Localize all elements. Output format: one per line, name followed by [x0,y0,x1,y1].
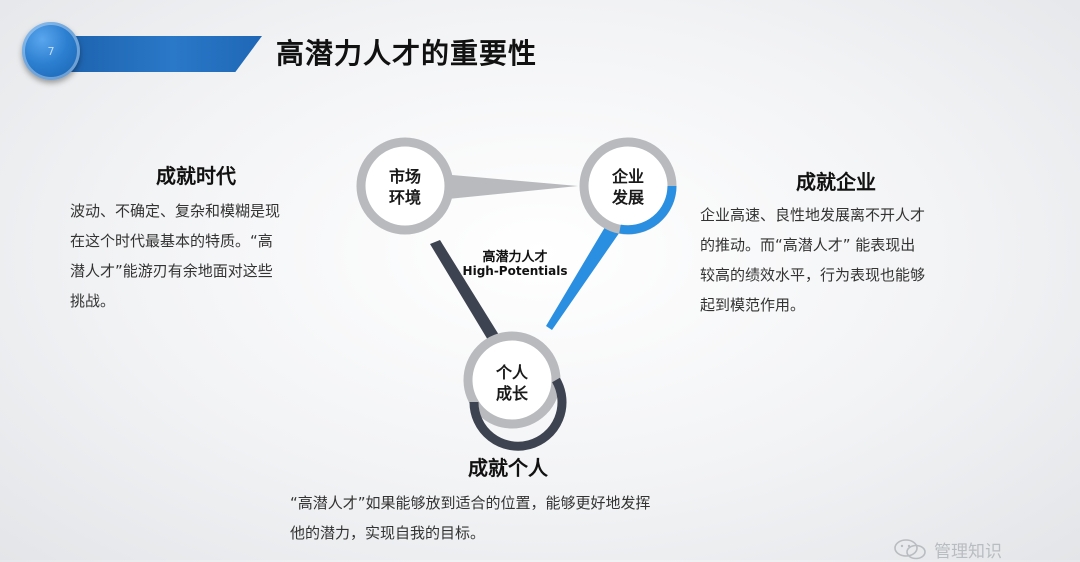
enterprise-node-bg [584,142,672,230]
personal-connector [430,240,512,360]
market-node-label: 市场 环境 [370,166,440,208]
personal-line-2: 他的潜力，实现自我的目标。 [290,524,486,542]
personal-label-line2: 成长 [495,384,528,403]
personal-node-label: 个人 成长 [477,362,547,404]
enterprise-line-2: 的推动。而“高潜人才” 能表现出 [700,236,916,254]
market-node-bg [361,142,449,230]
enterprise-line-4: 起到模范作用。 [700,296,806,314]
personal-section-body: “高潜人才”如果能够放到适合的位置，能够更好地发挥 他的潜力，实现自我的目标。 [290,488,651,548]
era-line-2: 在这个时代最基本的特质。“高 [70,232,273,250]
watermark-text: 管理知识 [934,542,1002,562]
personal-node-bg [468,336,556,424]
personal-section-title: 成就个人 [468,456,548,480]
page-title: 高潜力人才的重要性 [276,37,538,70]
era-line-1: 波动、不确定、复杂和模糊是现 [70,202,281,220]
era-line-3: 潜人才”能游刃有余地面对这些 [70,262,273,280]
enterprise-connector [546,222,624,330]
era-section-body: 波动、不确定、复杂和模糊是现 在这个时代最基本的特质。“高 潜人才”能游刃有余地… [70,196,280,316]
enterprise-line-1: 企业高速、良性地发展离不开人才 [700,206,926,224]
market-label-line2: 环境 [388,188,421,207]
market-node-ring [356,137,454,235]
page-number: 7 [47,44,55,58]
personal-label-line1: 个人 [495,363,528,382]
market-label-line1: 市场 [388,167,421,186]
enterprise-node-arc [619,185,677,235]
center-label-en: High-Potentials [462,264,568,278]
enterprise-section-title: 成就企业 [796,170,876,194]
enterprise-line-3: 较高的绩效水平，行为表现也能够 [700,266,926,284]
center-label-cn: 高潜力人才 [482,250,548,265]
enterprise-node-label: 企业 发展 [593,166,663,208]
era-section-title: 成就时代 [156,164,236,188]
era-line-4: 挑战。 [70,292,116,310]
personal-line-1: “高潜人才”如果能够放到适合的位置，能够更好地发挥 [290,494,651,512]
wechat-icon [894,539,926,560]
enterprise-section-body: 企业高速、良性地发展离不开人才 的推动。而“高潜人才” 能表现出 较高的绩效水平… [700,200,925,320]
market-connector [418,172,578,202]
page-number-badge: 7 [22,22,80,80]
enterprise-label-line2: 发展 [611,188,644,207]
enterprise-label-line1: 企业 [611,167,644,186]
personal-node-arc [469,377,567,451]
